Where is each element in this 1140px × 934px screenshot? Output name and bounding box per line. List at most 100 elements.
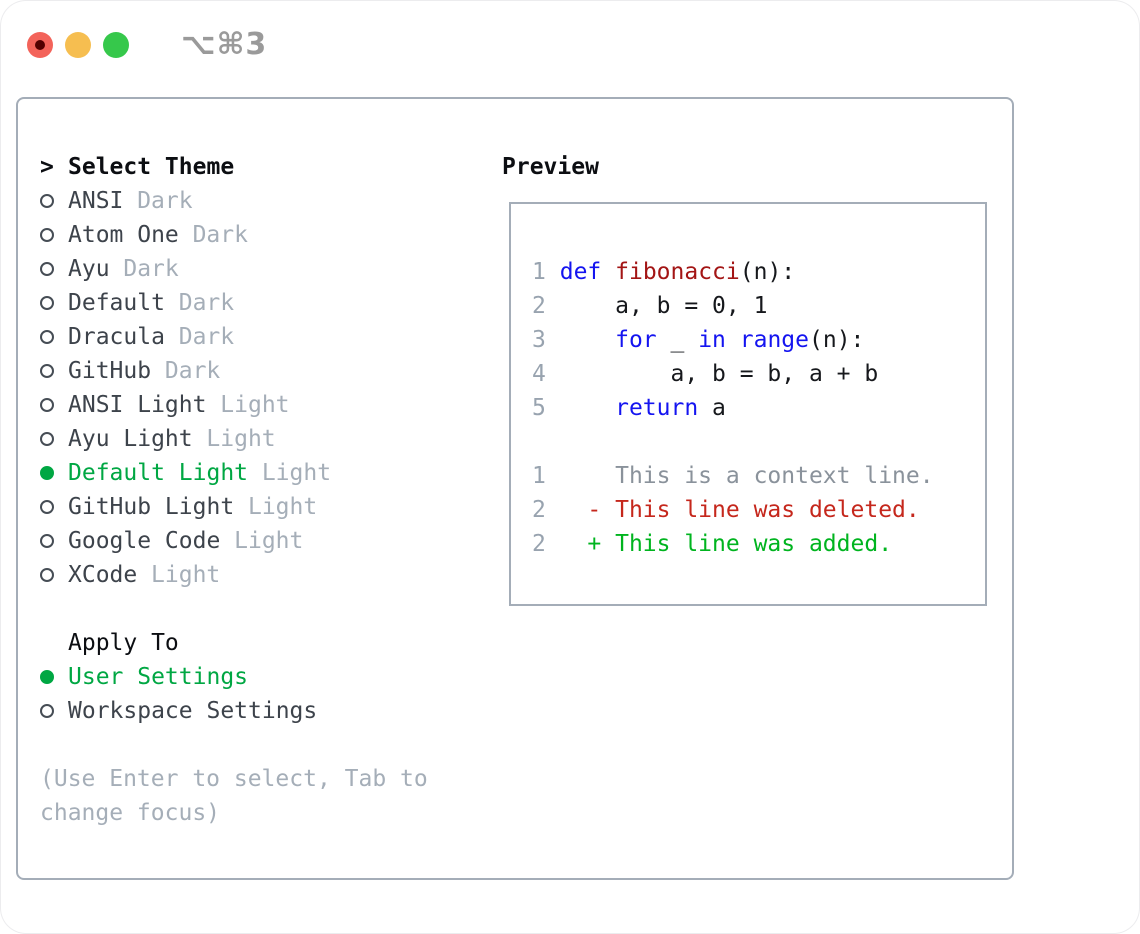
theme-option[interactable]: Google Code Light: [40, 524, 428, 558]
preview-line: 3 for _ in range(n):: [532, 323, 985, 357]
radio-circle-icon: [40, 466, 54, 480]
line-number: 2: [532, 293, 546, 319]
preview-line: 2 + This line was added.: [532, 527, 985, 561]
apply-to-option-label: Workspace Settings: [68, 698, 318, 724]
theme-option-label: ANSI Light: [68, 392, 207, 418]
radio-unselected-icon: [40, 228, 68, 242]
zoom-button[interactable]: [103, 31, 129, 58]
radio-selected-icon: [40, 466, 68, 480]
theme-option-label: Google Code: [68, 528, 221, 554]
theme-option-label: Default: [68, 290, 165, 316]
radio-unselected-icon: [40, 704, 68, 718]
apply-to-option[interactable]: Workspace Settings: [40, 694, 428, 728]
theme-option-tag: Dark: [178, 324, 235, 350]
theme-option[interactable]: Dracula Dark: [40, 320, 428, 354]
code-segment-pl: _: [656, 327, 699, 353]
radio-circle-icon: [40, 296, 54, 310]
radio-unselected-icon: [40, 262, 68, 276]
hint-line-2: change focus): [40, 800, 221, 826]
code-segment-pl: a: [698, 395, 726, 421]
theme-menu-title-row: > Select Theme: [40, 150, 428, 184]
radio-circle-icon: [40, 194, 54, 208]
radio-unselected-icon: [40, 296, 68, 310]
theme-option-tag: Light: [151, 562, 221, 588]
radio-unselected-icon: [40, 432, 68, 446]
code-segment-del: - This line was deleted.: [545, 497, 920, 523]
code-segment-add: + This line was added.: [545, 531, 893, 557]
radio-unselected-icon: [40, 398, 68, 412]
radio-circle-icon: [40, 704, 54, 718]
code-segment-pl: [546, 259, 560, 285]
code-segment-kw: return: [615, 395, 699, 421]
theme-option[interactable]: ANSI Dark: [40, 184, 428, 218]
line-number: 1: [532, 463, 546, 489]
code-segment-pl: (n):: [809, 327, 865, 353]
radio-circle-icon: [40, 262, 54, 276]
code-segment-pl: a, b = 0, 1: [545, 293, 768, 319]
radio-circle-icon: [40, 568, 54, 582]
radio-unselected-icon: [40, 330, 68, 344]
preview-title: Preview: [502, 154, 599, 180]
theme-option-label: GitHub Light: [68, 494, 235, 520]
preview-line: 1 This is a context line.: [532, 459, 985, 493]
theme-option-tag: Light: [206, 426, 276, 452]
preview-line: 4 a, b = b, a + b: [532, 357, 985, 391]
theme-option-tag: Light: [234, 528, 304, 554]
code-segment-pl: a, b = b, a + b: [545, 361, 879, 387]
minimize-button[interactable]: [65, 31, 91, 58]
radio-selected-icon: [40, 670, 68, 684]
theme-option[interactable]: Atom One Dark: [40, 218, 428, 252]
radio-unselected-icon: [40, 534, 68, 548]
code-segment-kw: for: [615, 327, 657, 353]
apply-to-title: Apply To: [68, 630, 179, 656]
code-segment-pl: [601, 259, 615, 285]
radio-circle-icon: [40, 670, 54, 684]
theme-menu-title: Select Theme: [68, 154, 235, 180]
theme-option-tag: Dark: [137, 188, 193, 214]
apply-to-title-row: Apply To: [40, 626, 428, 660]
apply-to-option-label: User Settings: [68, 664, 249, 690]
code-segment-pl: [546, 327, 615, 353]
radio-circle-icon: [40, 534, 54, 548]
code-segment-pl: [546, 395, 615, 421]
line-number: 4: [532, 361, 546, 387]
line-number: 3: [532, 327, 546, 353]
theme-option-label: Default Light: [68, 460, 249, 486]
code-segment-pl: [726, 327, 740, 353]
theme-option[interactable]: GitHub Light Light: [40, 490, 428, 524]
line-number: 1: [532, 259, 546, 285]
close-button[interactable]: [27, 31, 53, 58]
preview-line: 2 a, b = 0, 1: [532, 289, 985, 323]
theme-option-tag: Light: [247, 494, 318, 520]
theme-option-tag: Dark: [192, 222, 248, 248]
theme-option-label: Dracula: [68, 324, 165, 350]
code-segment-kw: range: [739, 327, 810, 353]
radio-circle-icon: [40, 398, 54, 412]
theme-option-label: GitHub: [68, 358, 152, 384]
radio-unselected-icon: [40, 568, 68, 582]
spacer: [40, 592, 428, 626]
hint-line-1: (Use Enter to select, Tab to: [40, 766, 428, 792]
theme-option-label: Atom One: [68, 222, 179, 248]
theme-option-label: ANSI: [68, 188, 124, 214]
line-number: 2: [532, 531, 546, 557]
line-number: 2: [532, 497, 546, 523]
radio-circle-icon: [40, 500, 54, 514]
code-segment-kw: in: [698, 327, 726, 353]
line-number: 5: [532, 395, 546, 421]
code-segment-kw: def: [559, 259, 602, 285]
preview-line: 2 - This line was deleted.: [532, 493, 985, 527]
code-segment-ctx: This is a context line.: [545, 463, 934, 489]
apply-to-option[interactable]: User Settings: [40, 660, 428, 694]
